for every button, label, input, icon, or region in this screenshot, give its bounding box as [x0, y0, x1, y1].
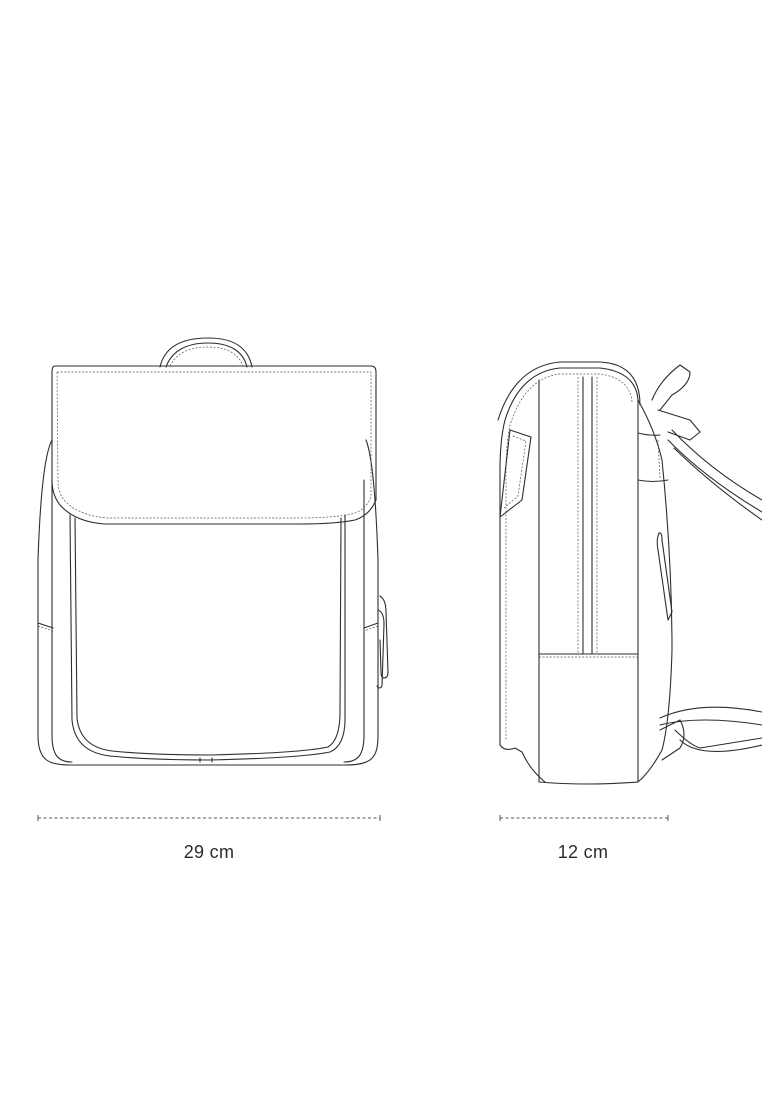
- side-pocket-zipper: [656, 532, 673, 621]
- flap-side: [499, 367, 639, 783]
- top-handle: [159, 337, 253, 368]
- depth-label: 12 cm: [557, 842, 609, 862]
- shoulder-strap-upper: [667, 429, 762, 521]
- front-view-drawing: [37, 337, 389, 766]
- body-outline: [37, 439, 379, 766]
- width-label: 29 cm: [183, 842, 235, 862]
- back-panel: [637, 399, 673, 783]
- side-view-drawing: [497, 361, 762, 785]
- flap: [51, 365, 377, 525]
- flap-strap: [499, 429, 532, 518]
- side-zipper: [582, 376, 593, 655]
- top-strap-loop: [651, 364, 701, 441]
- side-panel: [538, 379, 639, 785]
- width-dimension-line: [37, 815, 381, 821]
- front-pocket: [69, 514, 346, 761]
- zipper-pull-icon: [376, 595, 389, 689]
- shoulder-strap-lower: [659, 706, 762, 761]
- depth-dimension-line: [499, 815, 669, 821]
